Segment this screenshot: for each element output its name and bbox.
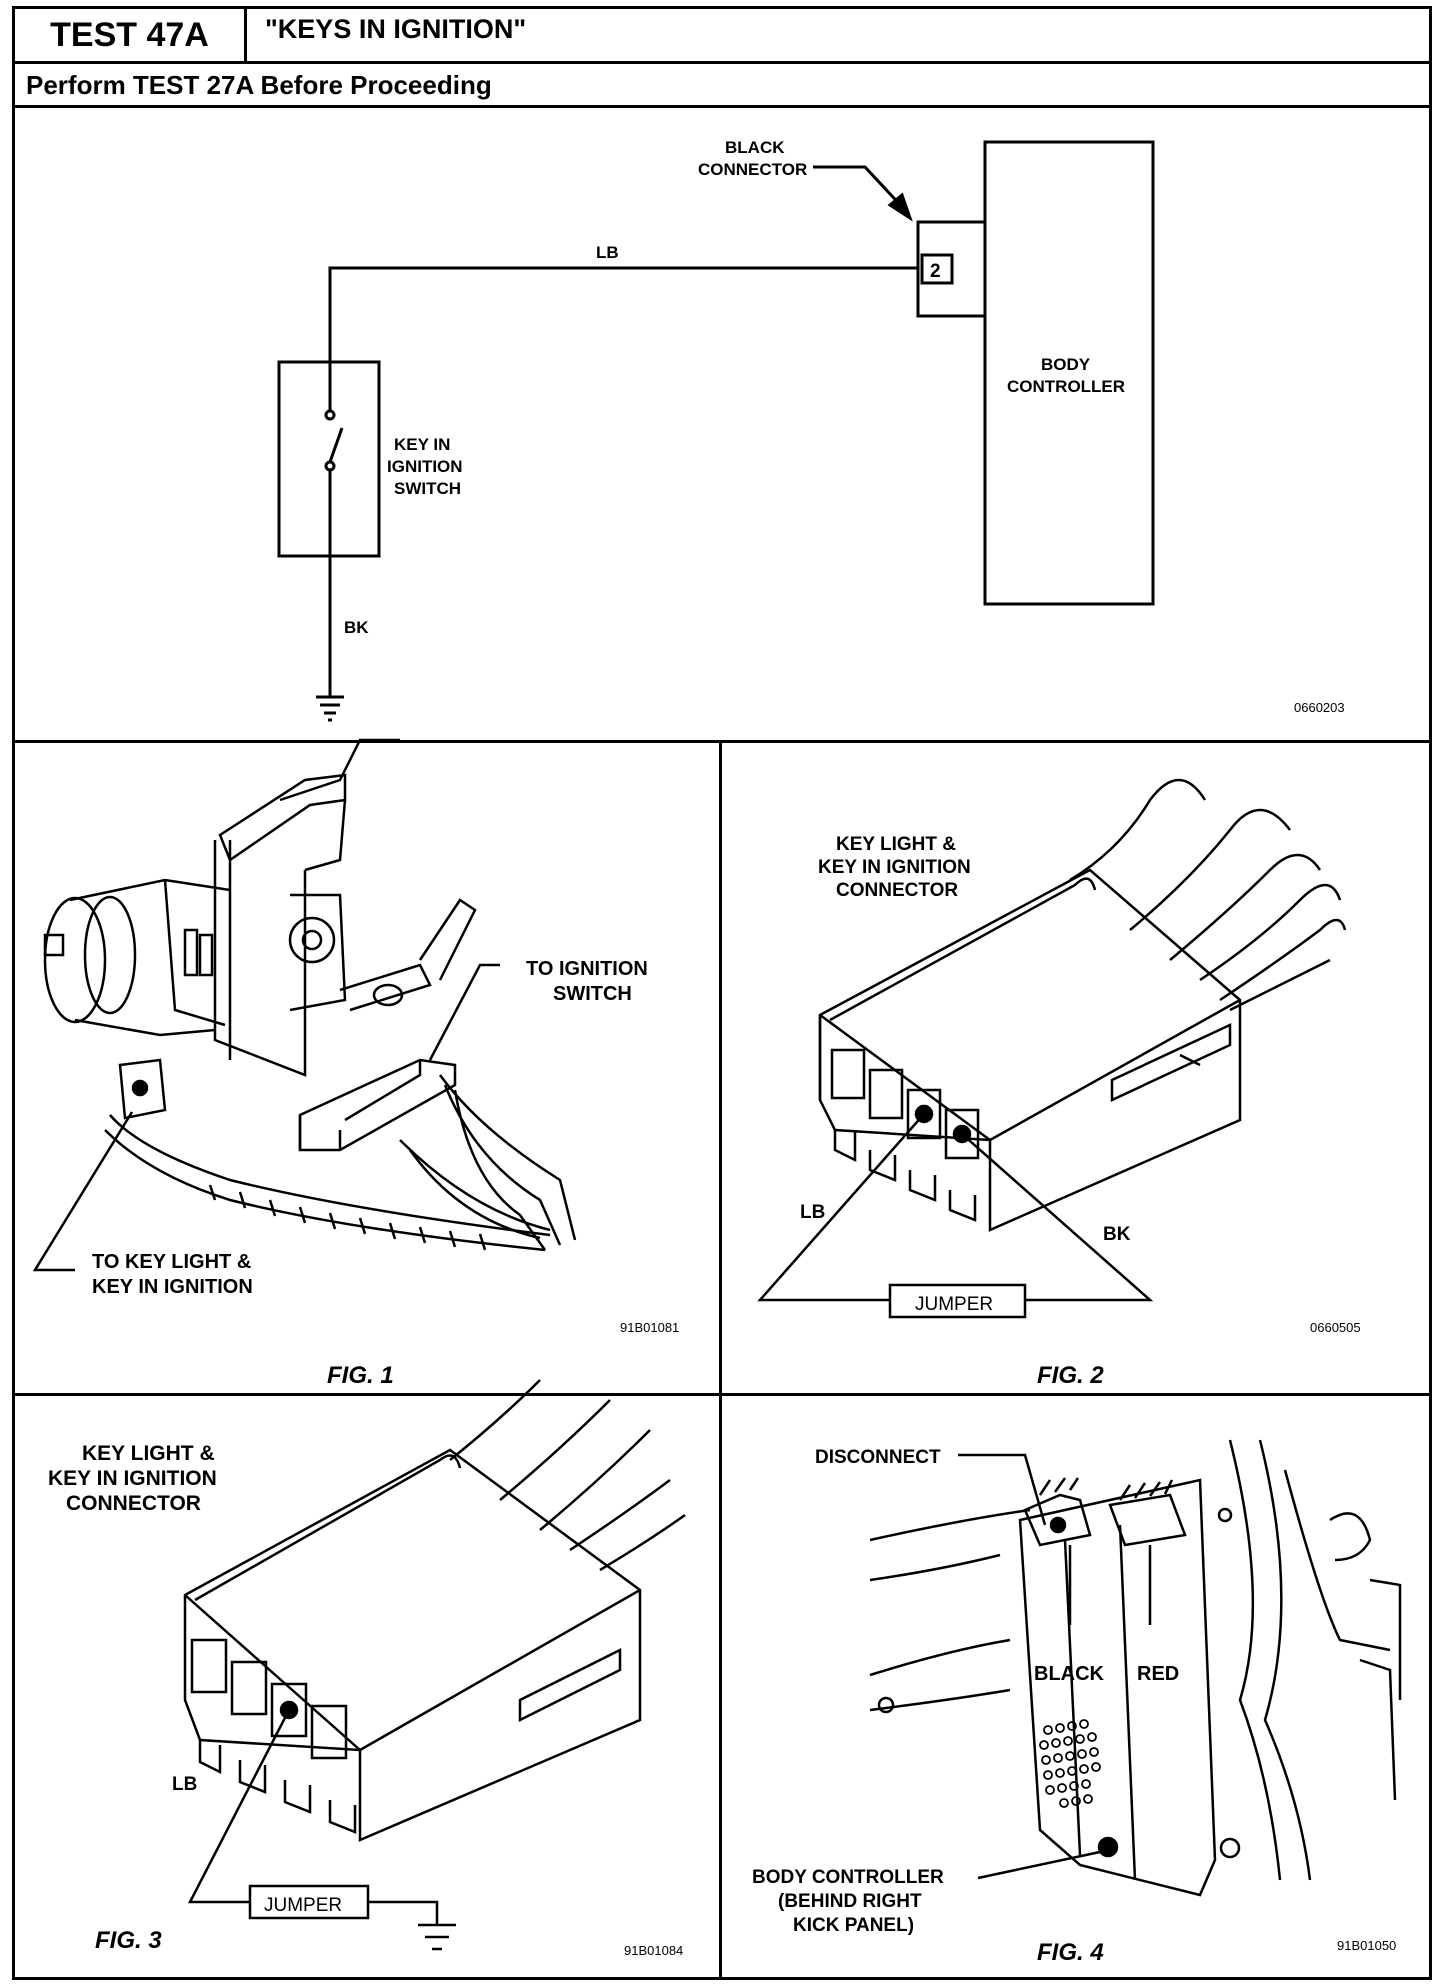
body-controller-box (983, 140, 1155, 606)
pin-number: 2 (930, 261, 941, 282)
wire-label-lb: LB (596, 243, 619, 262)
schematic-diagram (277, 140, 1155, 722)
fig1-illustration (32, 738, 577, 1272)
fig3-jumper-label: JUMPER (264, 1895, 342, 1916)
fig2-title-line2: KEY IN IGNITION (818, 857, 971, 878)
switch-label-line2: IGNITION (387, 457, 463, 476)
fig1-to-key-line1: TO KEY LIGHT & (92, 1251, 251, 1273)
ground-symbol-2 (418, 1923, 456, 1951)
fig3-code: 91B01084 (624, 1943, 683, 1958)
fig2-lb-label: LB (800, 1202, 825, 1223)
fig4-black-label: BLACK (1034, 1663, 1105, 1685)
fig2-bk-label: BK (1103, 1224, 1131, 1245)
fig1-to-key-line2: KEY IN IGNITION (92, 1276, 253, 1298)
schematic-code: 0660203 (1294, 700, 1345, 715)
fig2-caption: FIG. 2 (1037, 1362, 1104, 1389)
fig4-caption: FIG. 4 (1037, 1939, 1104, 1966)
fig3-caption: FIG. 3 (95, 1927, 162, 1954)
fig3-title-line3: CONNECTOR (66, 1492, 201, 1515)
fig2-code: 0660505 (1310, 1320, 1361, 1335)
fig4-code: 91B01050 (1337, 1938, 1396, 1953)
wire-lb (328, 266, 918, 370)
controller-label-line1: BODY (1041, 355, 1091, 374)
fig3-title-line1: KEY LIGHT & (82, 1442, 215, 1465)
pin-2-box (920, 253, 954, 285)
fig1-to-ignition-line2: SWITCH (553, 983, 632, 1005)
fig4-red-label: RED (1137, 1663, 1179, 1685)
fig4-bc-line2: (BEHIND RIGHT (778, 1891, 922, 1912)
header-bar (12, 6, 1432, 64)
fig1-to-ignition-line1: TO IGNITION (526, 958, 648, 980)
divider-header (12, 105, 1432, 108)
test-number: TEST 47A (15, 9, 247, 61)
fig3-title-line2: KEY IN IGNITION (48, 1467, 217, 1490)
fig2-cavity-4 (944, 1108, 980, 1160)
fig3-cavity-1 (190, 1638, 228, 1694)
fig2-jumper-label: JUMPER (915, 1294, 993, 1315)
divider-vertical (719, 740, 722, 1980)
fig3-cavity-3 (270, 1682, 308, 1738)
ground-symbol-1 (316, 695, 344, 722)
fig3-cavity-2 (230, 1660, 268, 1716)
fig4-illustration (869, 1439, 1402, 1897)
connector-label-line2: CONNECTOR (698, 160, 807, 179)
switch-label-line3: SWITCH (394, 479, 461, 498)
fig2-title-line3: CONNECTOR (836, 880, 958, 901)
fig3-cavity-4 (310, 1704, 348, 1760)
fig3-lb-label: LB (172, 1774, 197, 1795)
fig4-bc-line3: KICK PANEL) (793, 1915, 914, 1936)
fig2-cavity-3 (906, 1088, 942, 1140)
fig4-controller-body (1018, 1478, 1217, 1897)
fig4-bc-line1: BODY CONTROLLER (752, 1867, 944, 1888)
switch-label-line1: KEY IN (394, 435, 450, 454)
test-title: "KEYS IN IGNITION" (265, 14, 527, 44)
prerequisite-text: Perform TEST 27A Before Proceeding (26, 70, 492, 100)
divider-middle (12, 1393, 1432, 1396)
fig4-disconnect-label: DISCONNECT (815, 1447, 941, 1468)
fig2-title-line1: KEY LIGHT & (836, 834, 956, 855)
wire-label-bk: BK (344, 618, 369, 637)
connector-label-line1: BLACK (725, 138, 785, 157)
fig2-cavity-1 (830, 1048, 866, 1100)
fig4-vent-holes (1039, 1719, 1101, 1808)
fig2-jumper-box (888, 1283, 1027, 1319)
fig1-caption: FIG. 1 (327, 1362, 394, 1389)
fig3-illustration (183, 1379, 686, 1951)
fig2-illustration (757, 778, 1347, 1319)
fig1-code: 91B01081 (620, 1320, 679, 1335)
controller-label-line2: CONTROLLER (1007, 377, 1125, 396)
divider-schematic (12, 740, 1432, 743)
fig2-cavity-2 (868, 1068, 904, 1120)
